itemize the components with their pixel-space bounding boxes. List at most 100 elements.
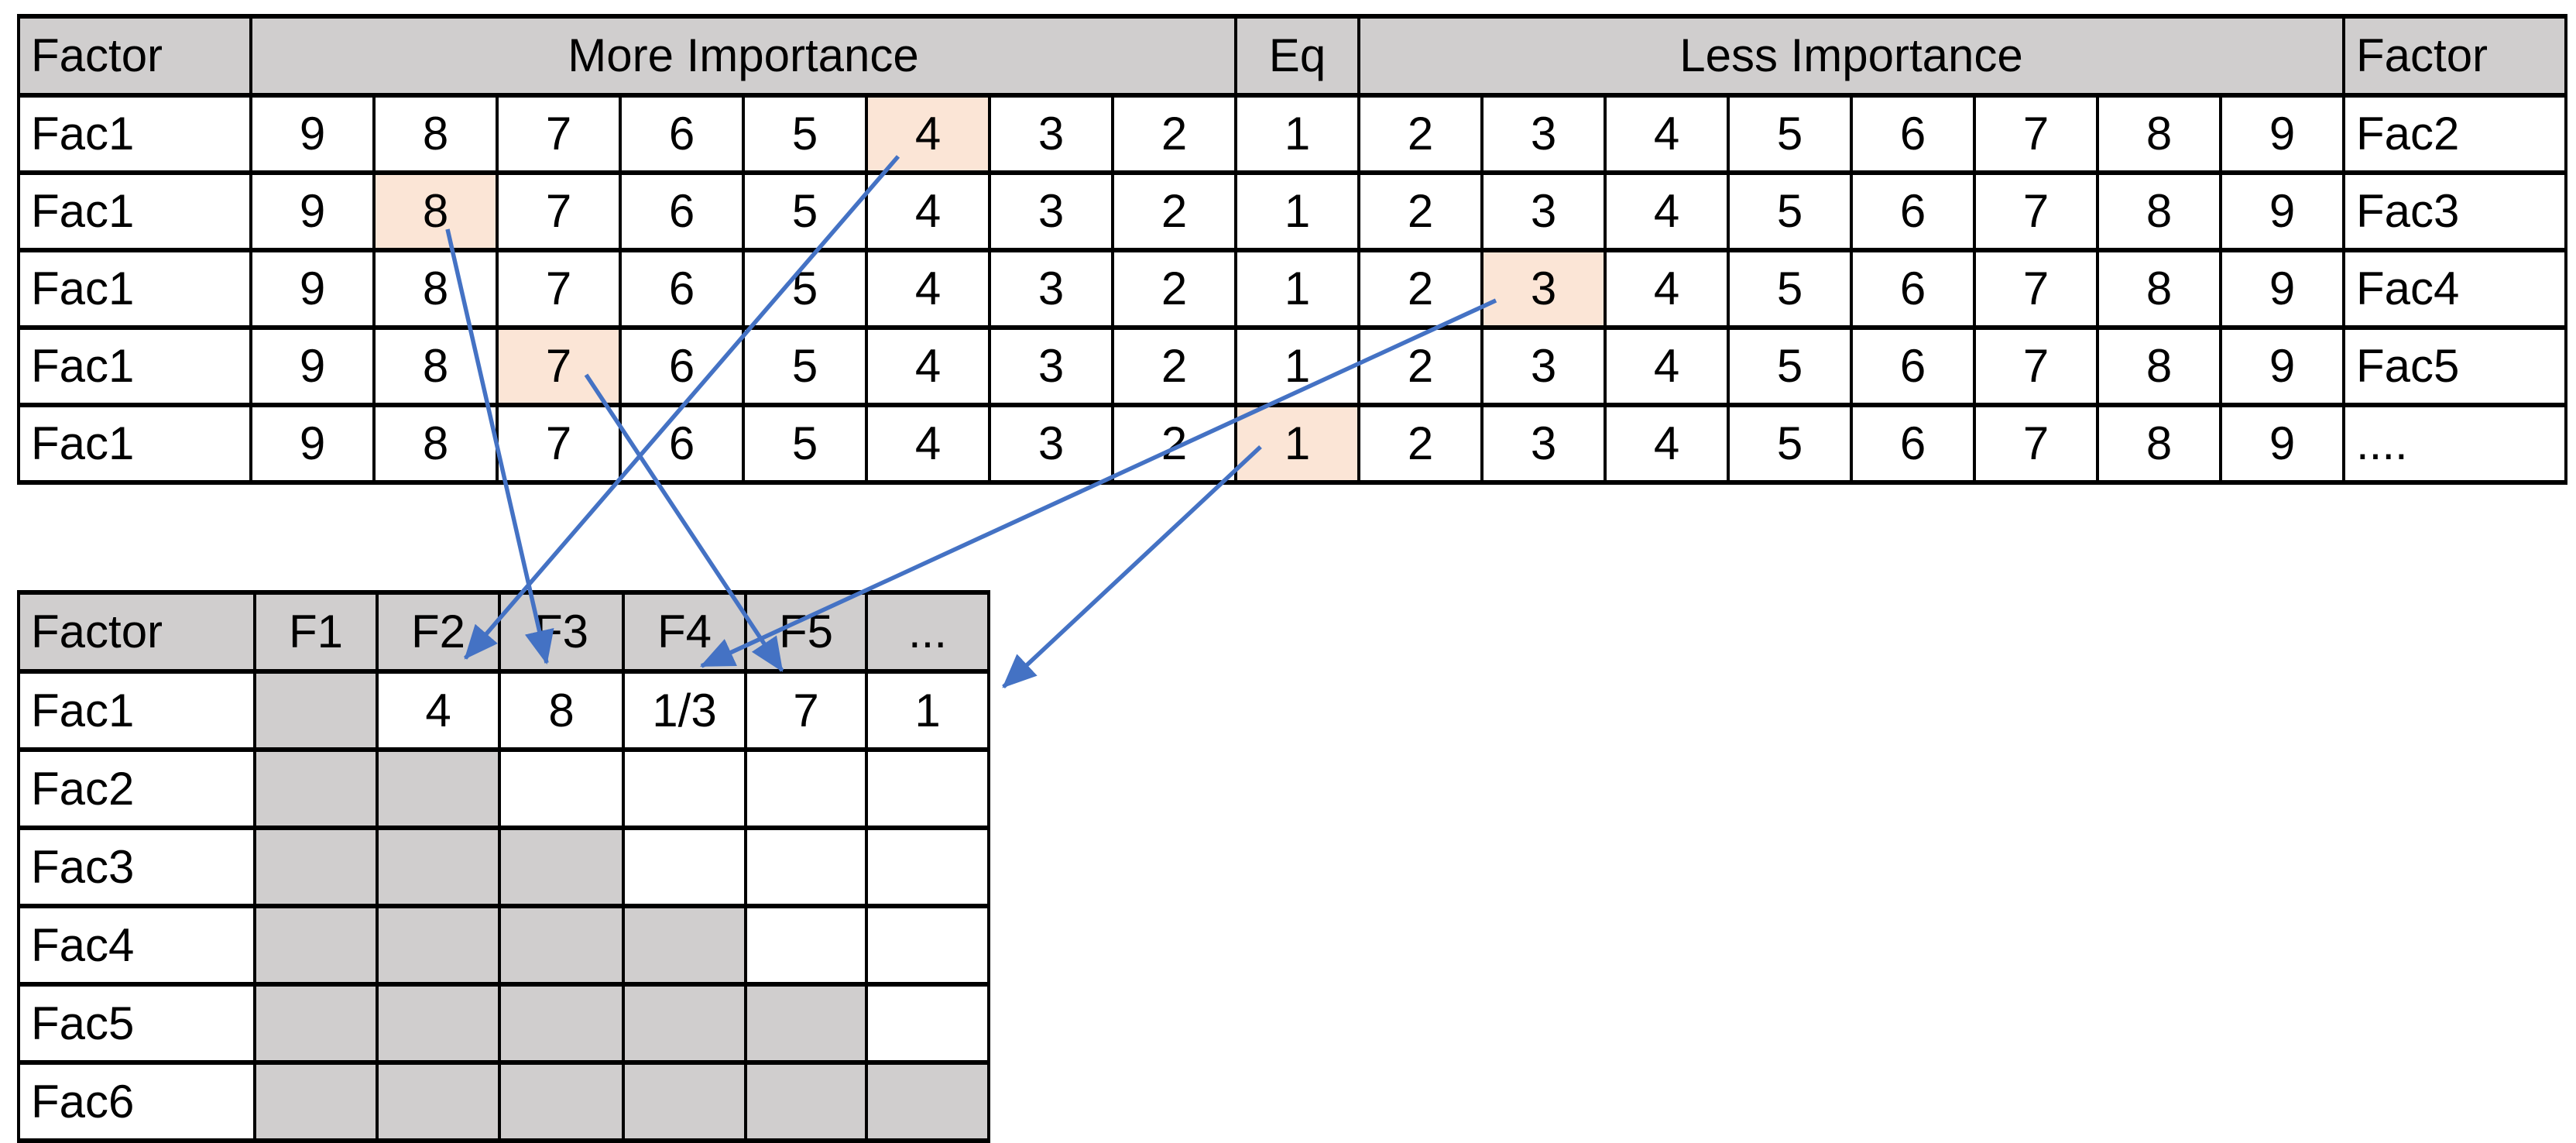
eq-cell: 1 (1234, 170, 1360, 252)
factor-right-cell: Fac2 (2342, 93, 2567, 175)
matrix-value-cell (744, 747, 868, 830)
pairwise-comparison-table: Factor More Importance Eq Less Importanc… (17, 14, 2567, 485)
matrix-value-cell: 1/3 (622, 669, 747, 752)
scale-cell: 9 (249, 403, 376, 485)
matrix-header-f1: F1 (253, 590, 379, 674)
matrix-gray-cell (253, 826, 379, 908)
scale-cell: 5 (1727, 93, 1853, 175)
scale-cell: 5 (742, 170, 868, 252)
scale-cell: 8 (372, 325, 499, 407)
matrix-gray-cell (253, 747, 379, 830)
scale-cell: 7 (496, 170, 622, 252)
scale-cell: 3 (1480, 93, 1607, 175)
matrix-row-label: Fac6 (17, 1060, 256, 1143)
matrix-value-cell (498, 747, 625, 830)
matrix-row-fac6: Fac6 (17, 1060, 990, 1143)
matrix-gray-cell (498, 826, 625, 908)
matrix-gray-cell (744, 1060, 868, 1143)
matrix-gray-cell (498, 982, 625, 1065)
scale-cell: 4 (1604, 325, 1730, 407)
matrix-value-cell (865, 826, 990, 908)
scale-cell: 6 (619, 248, 745, 330)
matrix-header-row: Factor F1 F2 F3 F4 F5 ... (17, 590, 990, 674)
matrix-gray-cell (865, 1060, 990, 1143)
scale-cell: 2 (1357, 170, 1484, 252)
matrix-header-f4: F4 (622, 590, 747, 674)
scale-cell: 8 (372, 93, 499, 175)
factor-right-cell: .... (2342, 403, 2567, 485)
matrix-value-cell: 8 (498, 669, 625, 752)
scale-cell: 3 (1480, 403, 1607, 485)
top-header-more-importance: More Importance (249, 14, 1237, 98)
scale-cell: 8 (2096, 248, 2222, 330)
factor-left-cell: Fac1 (17, 93, 252, 175)
matrix-value-cell: 1 (865, 669, 990, 752)
scale-cell: 9 (2219, 93, 2345, 175)
factor-left-cell: Fac1 (17, 248, 252, 330)
matrix-gray-cell (622, 904, 747, 987)
matrix-gray-cell (622, 1060, 747, 1143)
scale-cell: 2 (1111, 248, 1237, 330)
matrix-gray-cell (376, 904, 501, 987)
eq-cell: 1 (1234, 325, 1360, 407)
scale-cell: 5 (742, 248, 868, 330)
scale-cell: 2 (1357, 403, 1484, 485)
scale-cell: 6 (1850, 403, 1976, 485)
scale-cell: 4 (865, 325, 991, 407)
scale-cell: 4 (1604, 170, 1730, 252)
scale-cell: 5 (1727, 248, 1853, 330)
selected-scale-cell: 3 (1480, 248, 1607, 330)
scale-cell: 8 (2096, 325, 2222, 407)
scale-cell: 9 (2219, 403, 2345, 485)
matrix-gray-cell (376, 982, 501, 1065)
matrix-value-cell (865, 747, 990, 830)
matrix-row-label: Fac2 (17, 747, 256, 830)
scale-cell: 5 (1727, 403, 1853, 485)
matrix-gray-cell (376, 747, 501, 830)
matrix-row-fac4: Fac4 (17, 904, 990, 987)
scale-cell: 3 (1480, 325, 1607, 407)
matrix-row-fac3: Fac3 (17, 826, 990, 908)
scale-cell: 4 (865, 248, 991, 330)
factor-left-cell: Fac1 (17, 403, 252, 485)
eq-cell: 1 (1234, 248, 1360, 330)
scale-cell: 6 (1850, 170, 1976, 252)
scale-cell: 9 (249, 248, 376, 330)
scale-cell: 2 (1357, 325, 1484, 407)
matrix-value-cell (865, 982, 990, 1065)
scale-cell: 7 (1973, 93, 2099, 175)
scale-cell: 7 (1973, 170, 2099, 252)
scale-cell: 2 (1357, 248, 1484, 330)
top-header-factor-right: Factor (2342, 14, 2567, 98)
scale-cell: 7 (1973, 325, 2099, 407)
scale-cell: 8 (372, 403, 499, 485)
scale-cell: 2 (1111, 93, 1237, 175)
matrix-gray-cell (622, 982, 747, 1065)
scale-cell: 3 (988, 170, 1114, 252)
scale-cell: 9 (249, 325, 376, 407)
factor-right-cell: Fac5 (2342, 325, 2567, 407)
scale-cell: 2 (1111, 170, 1237, 252)
scale-cell: 8 (2096, 93, 2222, 175)
scale-cell: 5 (1727, 325, 1853, 407)
scale-cell: 6 (1850, 325, 1976, 407)
scale-cell: 3 (988, 325, 1114, 407)
scale-cell: 3 (988, 93, 1114, 175)
scale-cell: 6 (619, 325, 745, 407)
scale-cell: 8 (2096, 403, 2222, 485)
scale-cell: 8 (372, 248, 499, 330)
matrix-gray-cell (744, 982, 868, 1065)
scale-cell: 2 (1111, 403, 1237, 485)
matrix-row-label: Fac1 (17, 669, 256, 752)
scale-cell: 4 (1604, 93, 1730, 175)
scale-cell: 9 (2219, 248, 2345, 330)
scale-cell: 6 (619, 93, 745, 175)
scale-cell: 3 (1480, 170, 1607, 252)
matrix-row-fac2: Fac2 (17, 747, 990, 830)
scale-cell: 7 (1973, 248, 2099, 330)
matrix-value-cell (622, 826, 747, 908)
